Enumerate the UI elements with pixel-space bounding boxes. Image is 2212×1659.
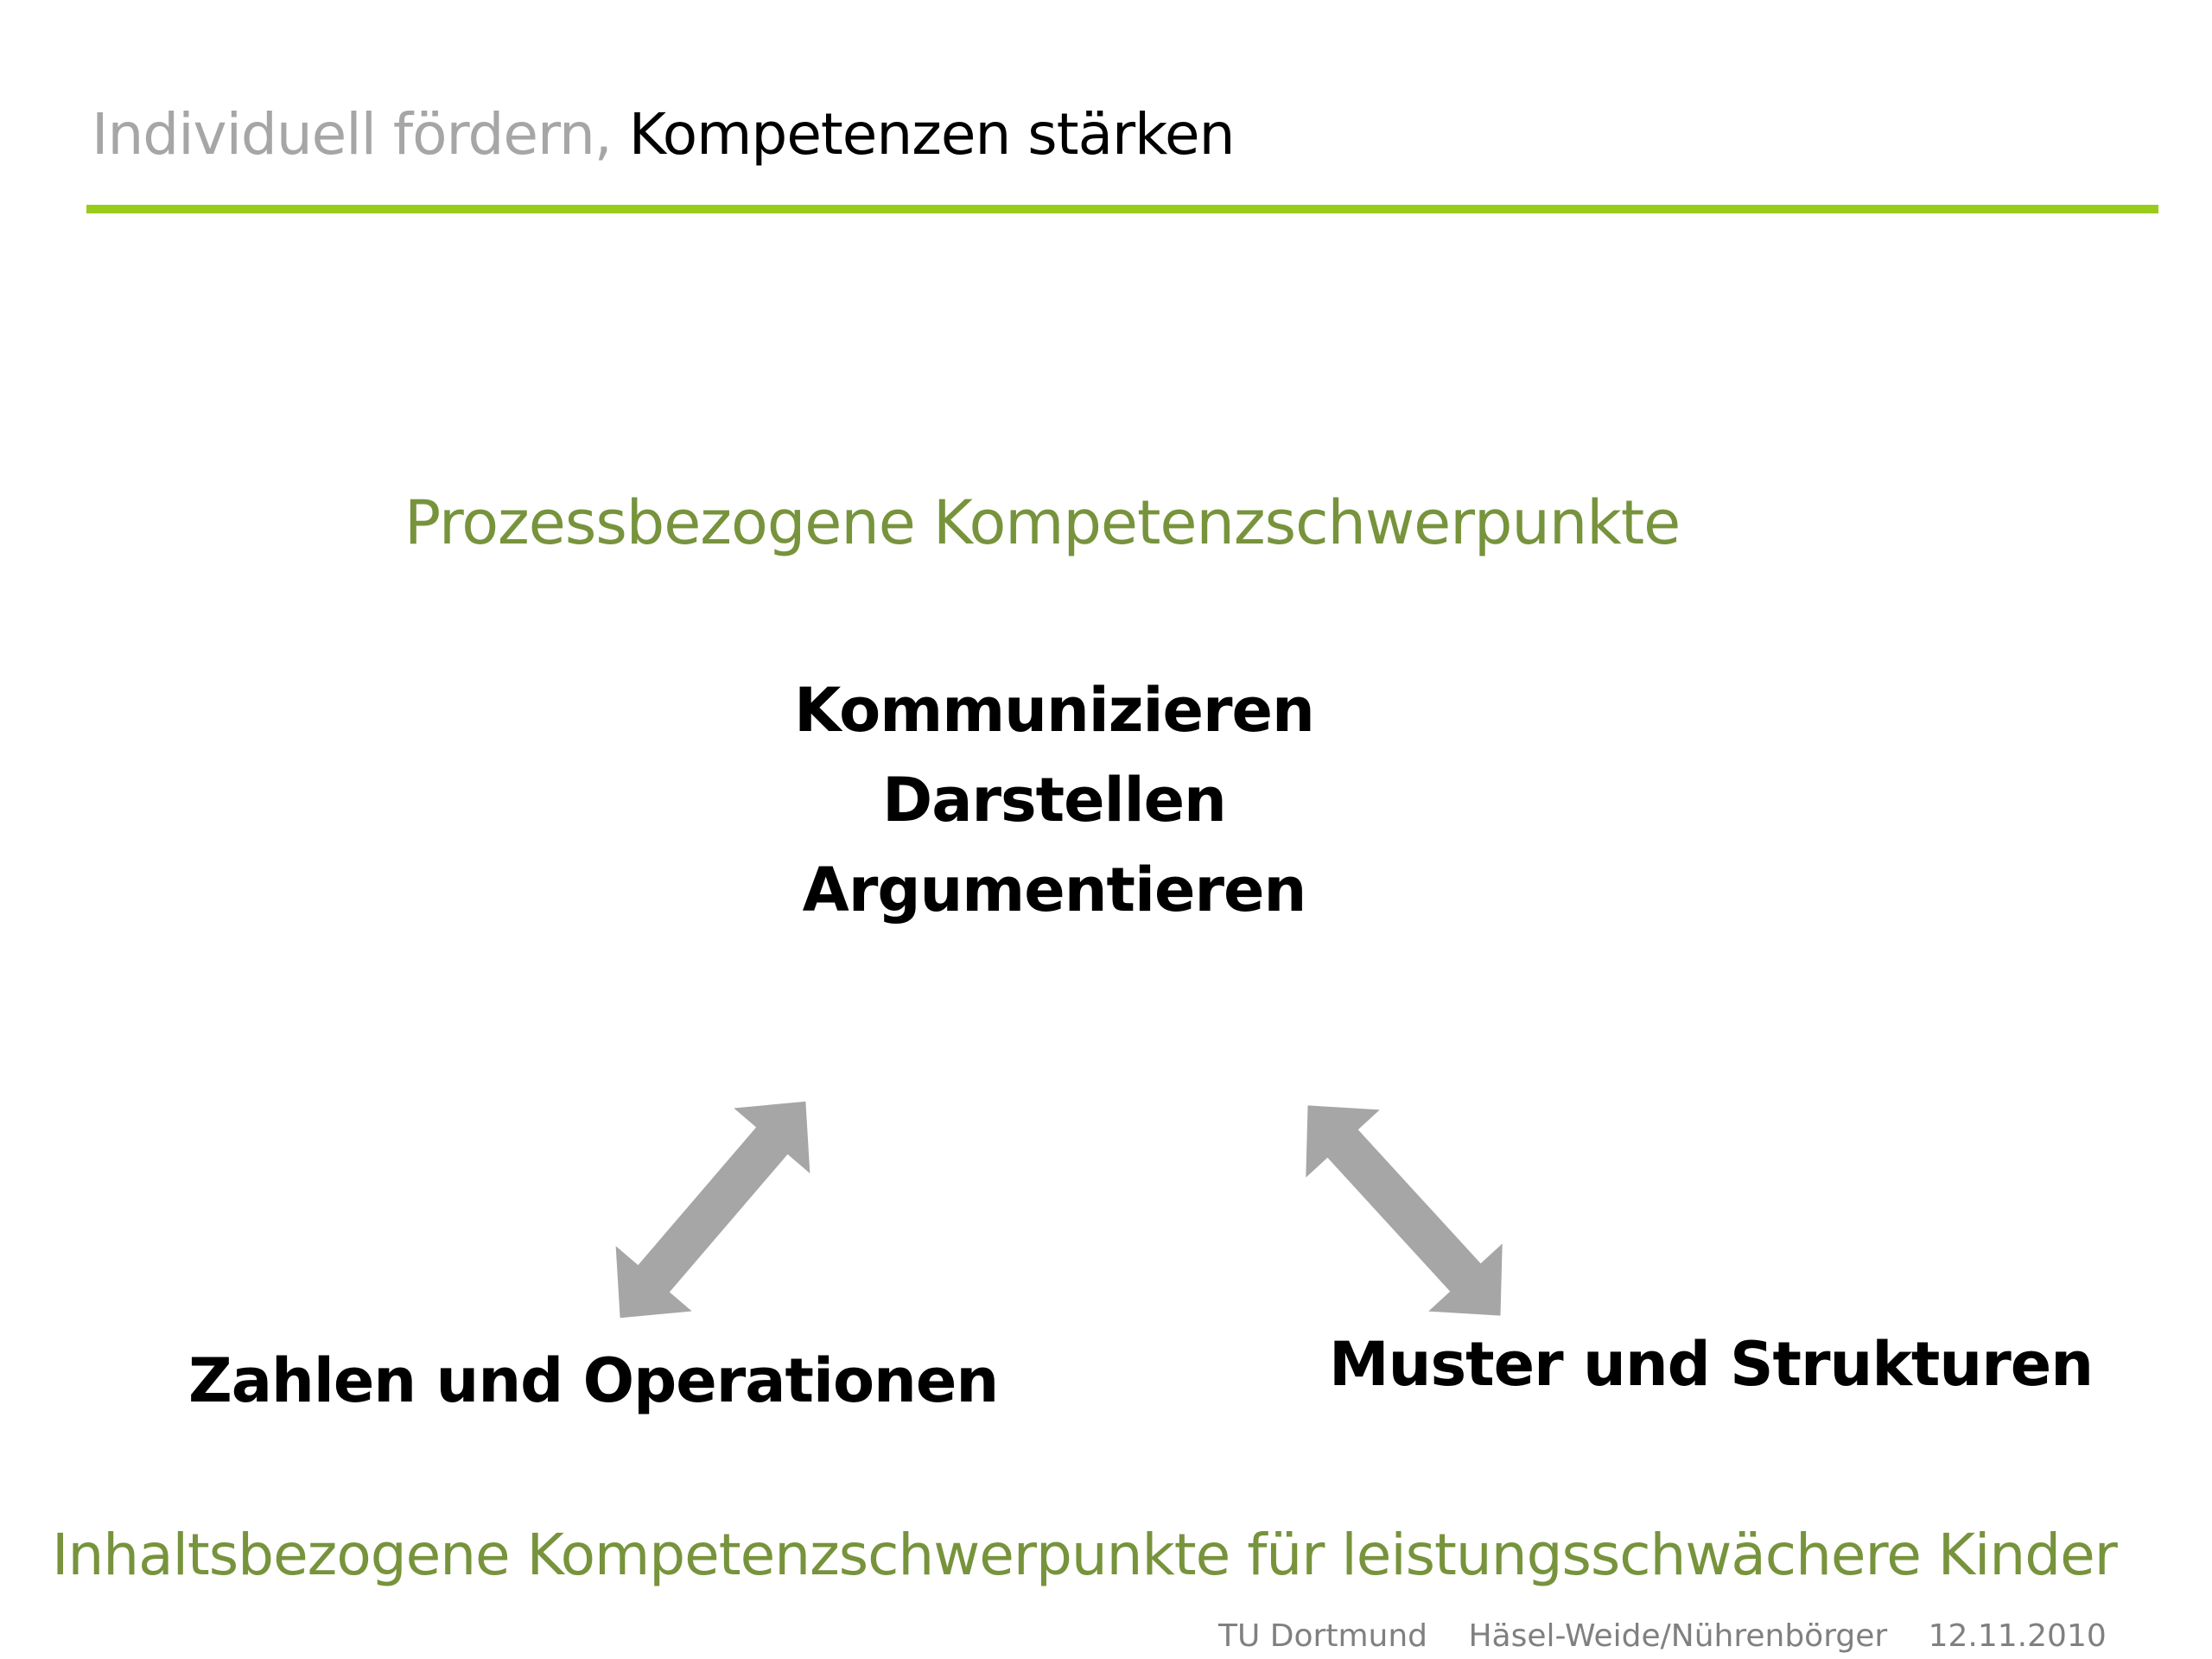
content-patterns-structures: Muster und Strukturen: [1329, 1329, 2094, 1400]
process-item-communicate: Kommunizieren: [794, 675, 1315, 746]
process-competencies-heading: Prozessbezogene Kompetenzschwerpunkte: [404, 487, 1681, 558]
process-competencies-list: Kommunizieren Darstellen Argumentieren: [709, 665, 1400, 935]
process-item-argue: Argumentieren: [802, 855, 1307, 925]
process-item-represent: Darstellen: [882, 765, 1227, 836]
slide-title: Individuell fördern, Kompetenzen stärken: [92, 97, 1236, 173]
title-part-1: Individuell fördern,: [92, 101, 613, 168]
title-divider: [86, 205, 2158, 213]
double-arrow-left-icon: [615, 1101, 810, 1319]
footer-date: 12.11.2010: [1928, 1618, 2107, 1654]
slide-footer: TU Dortmund Häsel-Weide/Nührenbörger 12.…: [1218, 1618, 2107, 1656]
title-part-2: Kompetenzen stärken: [628, 101, 1236, 168]
footer-authors: Häsel-Weide/Nührenbörger: [1468, 1618, 1888, 1654]
content-competencies-heading: Inhaltsbezogene Kompetenzschwerpunkte fü…: [52, 1522, 2118, 1588]
double-arrow-right-icon: [1306, 1105, 1503, 1316]
footer-institution: TU Dortmund: [1218, 1618, 1427, 1654]
content-numbers-operations: Zahlen und Operationen: [188, 1345, 999, 1416]
